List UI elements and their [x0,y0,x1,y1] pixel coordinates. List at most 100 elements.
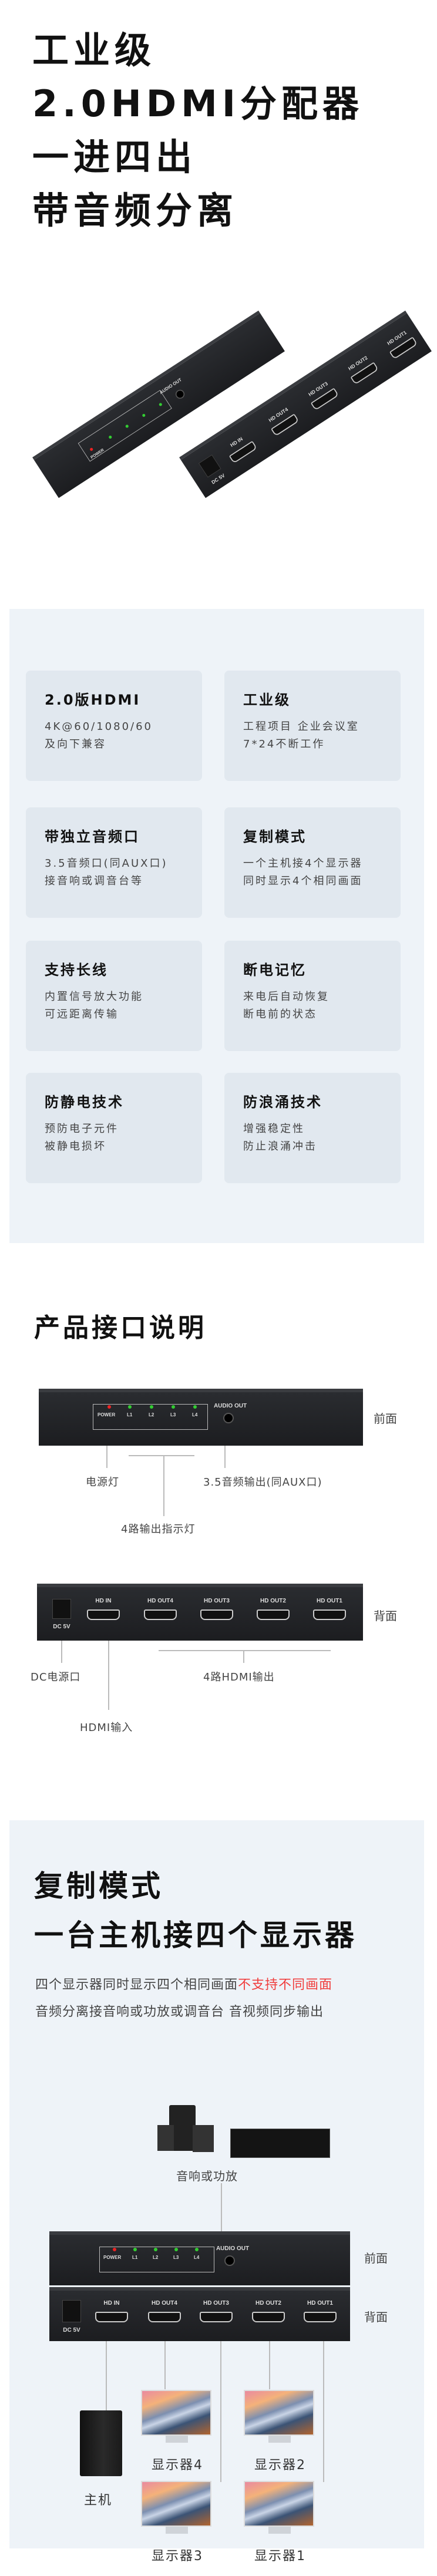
feature-title: 2.0版HDMI [45,692,141,708]
front-label: 前面 [364,2251,388,2265]
feature-line: 来电后自动恢复 [243,991,330,1003]
feature-card: 防浪涌技术增强稳定性防止浪涌冲击 [224,1073,401,1183]
feature-line: 可远距离传输 [45,1008,119,1021]
speaker-icon [157,2105,215,2152]
copy-front-device: POWER L1 L2 L3 L4 AUDIO OUT [49,2231,350,2285]
feature-line: 一个主机接4个显示器 [243,857,363,870]
hd-out-label: HD OUT1 [307,2300,333,2306]
back-label: 背面 [364,2310,388,2324]
audio-out-label: AUDIO OUT [213,1403,247,1409]
feature-card: 工业级工程项目 企业会议室 7*24不断工作 [224,671,401,781]
led-frame [99,2247,214,2272]
callout-hdmi-in: HDMI输入 [80,1722,133,1734]
copy-mode-subtitle: 一台主机接四个显示器 [34,1918,357,1952]
audio-jack [223,1413,234,1423]
output-led [193,1405,197,1409]
led-label: L4 [194,2255,200,2260]
output-led [133,2248,137,2251]
callout-line [61,1641,62,1663]
led-frame [93,1404,208,1430]
audio-jack [224,2255,235,2266]
output-led [150,1405,153,1409]
arrow-line [221,2183,222,2242]
monitor-label: 显示器4 [152,2458,203,2473]
led-label: L2 [149,1412,154,1417]
feature-line: 被静电损坏 [45,1140,106,1153]
feature-title: 支持长线 [45,962,108,978]
feature-card: 复制模式一个主机接4个显示器同时显示4个相同画面 [224,807,401,918]
dc-jack [198,454,221,478]
power-label: POWER [103,2255,122,2260]
front-label: 前面 [374,1412,397,1426]
arrow-line [164,2341,166,2389]
hero-line: 带音频分离 [32,189,238,232]
monitor-4 [141,2390,211,2443]
feature-line: 3.5音频口(同AUX口) [45,857,168,870]
hd-out-label: HD OUT3 [204,1598,230,1604]
led-label: L3 [173,2255,179,2260]
callout-line [108,1641,109,1710]
interface-title: 产品接口说明 [34,1313,207,1343]
led-label: L1 [127,1412,133,1417]
feature-card: 断电记忆来电后自动恢复断电前的状态 [224,941,401,1051]
dc-label: DC 5V [63,2327,80,2333]
hdmi-out-port [144,1609,177,1620]
hdmi-out-port [200,1609,233,1620]
callout-power-led: 电源灯 [86,1476,119,1489]
desc-warning: 不支持不同画面 [238,1978,333,1992]
hdmi-in-port [87,1609,120,1620]
hd-out-label: HD OUT1 [317,1598,342,1604]
callout-line [159,1650,331,1651]
feature-card: 支持长线内置信号放大功能可远距离传输 [26,941,202,1051]
output-led [174,2248,178,2251]
arrow-line [323,2341,324,2482]
monitor-label: 显示器3 [152,2549,203,2564]
callout-line [163,1455,164,1516]
feature-card: 防静电技术预防电子元件被静电损坏 [26,1073,202,1183]
dc-jack [62,2300,81,2322]
hero-title: 工业级 2.0HDMI分配器 一进四出 带音频分离 [32,23,364,237]
arrow-line [106,2341,107,2429]
hdmi-out-port [200,2312,233,2322]
hd-out-label: HD OUT2 [260,1598,286,1604]
hd-in-label: HD IN [103,2300,120,2306]
copy-back-device: DC 5V HD IN HD OUT4 HD OUT3 HD OUT2 HD O… [49,2287,350,2341]
callout-line [106,1446,107,1468]
feature-line: 7*24不断工作 [243,738,325,750]
feature-line: 及向下兼容 [45,738,106,750]
feature-title: 防浪涌技术 [243,1094,322,1110]
hero-product-image: POWER AUDIO OUT DC 5V HD IN HD OUT4 HD O… [23,276,435,499]
audio-jack [173,388,187,400]
hdmi-out-port [252,2312,285,2322]
arrow-line [220,2341,221,2482]
feature-line: 工程项目 企业会议室 [243,720,359,733]
callout-line [129,1455,194,1456]
monitor-label: 显示器1 [254,2549,306,2564]
monitor-2 [244,2390,314,2443]
feature-line: 断电前的状态 [243,1008,317,1021]
feature-title: 复制模式 [243,829,307,845]
hdmi-out-port [257,1609,290,1620]
back-device: DC 5V HD IN HD OUT4 HD OUT3 HD OUT2 HD O… [37,1584,363,1641]
arrow-line [269,2341,270,2389]
copy-mode-panel [9,1820,424,2548]
dc-label: DC 5V [53,1624,70,1630]
callout-line [243,1650,244,1663]
monitor-label: 显示器2 [254,2458,306,2473]
hdmi-in-port [95,2312,128,2322]
callout-dc: DC电源口 [31,1671,81,1683]
hdmi-out-port [313,1609,346,1620]
hdmi-out-port [148,2312,181,2322]
desc-text: 四个显示器同时显示四个相同画面 [35,1978,238,1992]
power-led [113,2248,116,2251]
callout-hdmi-out: 4路HDMI输出 [203,1671,275,1683]
host-pc-icon [80,2410,122,2476]
led-label: L2 [153,2255,159,2260]
feature-title: 工业级 [243,692,291,708]
callout-audio: 3.5音频输出(同AUX口) [203,1476,322,1489]
hd-out-label: HD OUT4 [152,2300,177,2306]
output-led [154,2248,157,2251]
power-led [107,1405,111,1409]
